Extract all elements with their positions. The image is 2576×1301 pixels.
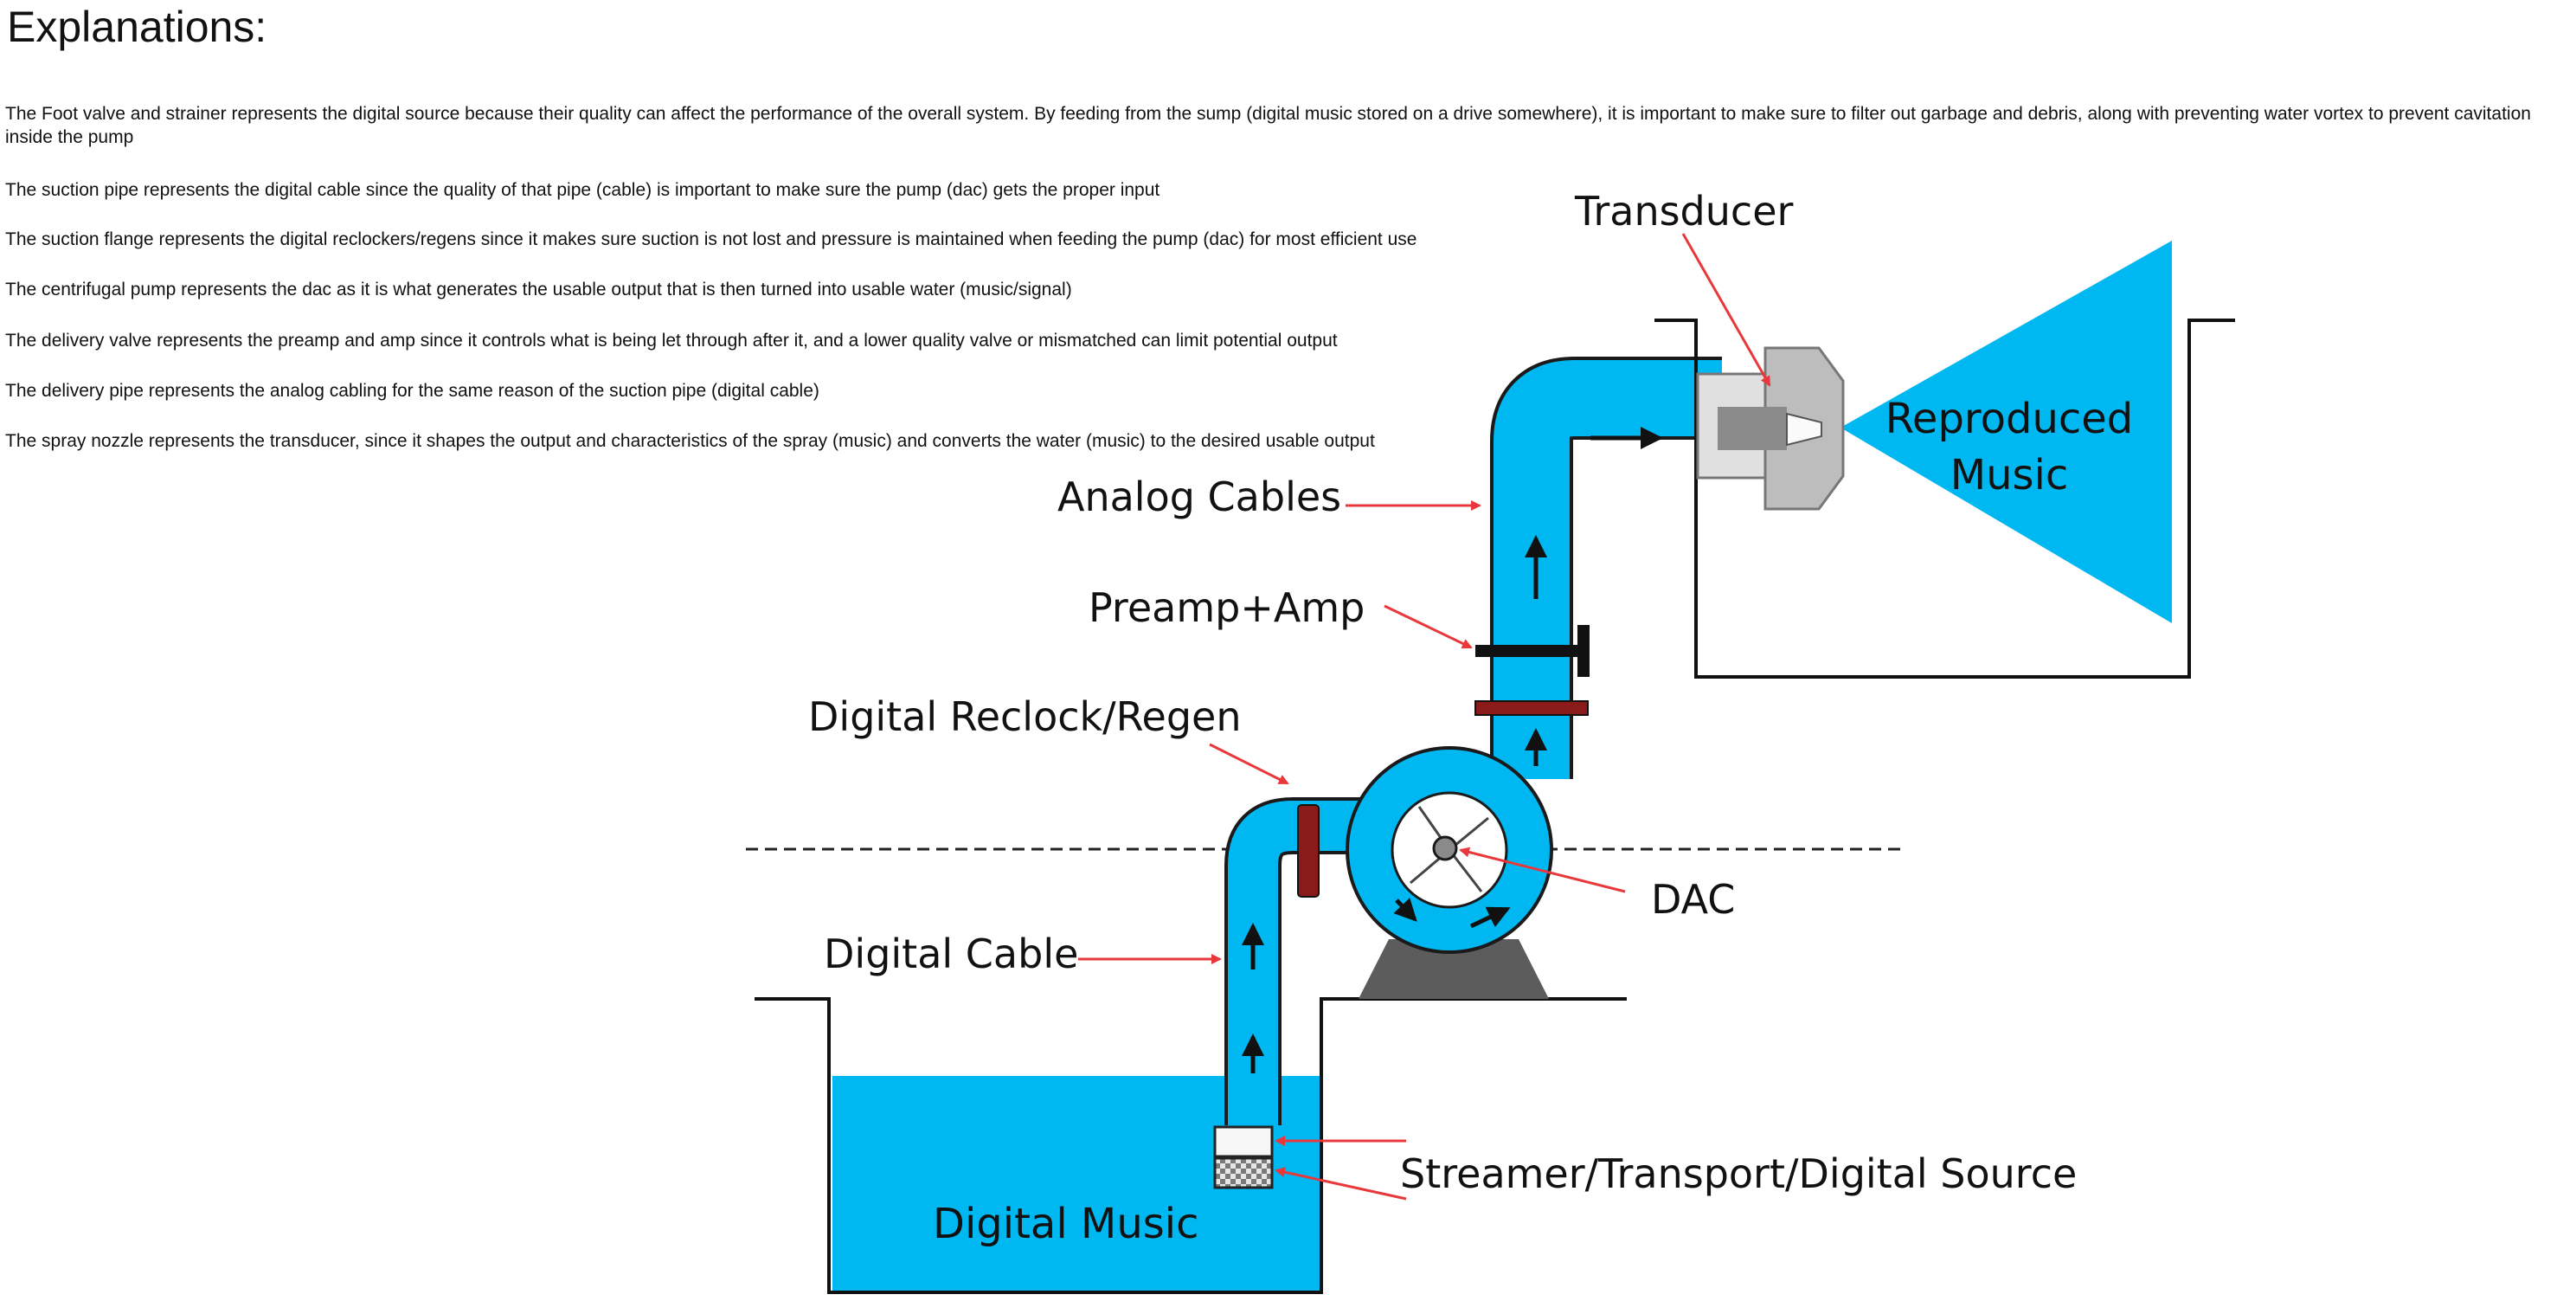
explanation-delivery-pipe: The delivery pipe represents the analog … [5, 381, 819, 401]
flow-arrow-diag-icon [1469, 906, 1511, 929]
label-digital-source: Streamer/Transport/Digital Source [1400, 1150, 2077, 1197]
pointer-transducer [1681, 233, 1771, 387]
suction-flange [1297, 804, 1320, 898]
pump-base [1359, 939, 1549, 999]
nozzle-orifice [1786, 412, 1822, 447]
label-reproduced-music-line2: Music [1950, 451, 2069, 499]
label-dac: DAC [1651, 876, 1735, 923]
explanation-suction-pipe: The suction pipe represents the digital … [5, 180, 1160, 200]
spray-nozzle [1696, 346, 1845, 511]
label-digital-reclock: Digital Reclock/Regen [808, 693, 1242, 740]
pointer-dac [1459, 847, 1626, 893]
delivery-valve [1474, 625, 1590, 716]
pipe-network [1224, 357, 1722, 1125]
label-digital-music: Digital Music [933, 1200, 1199, 1248]
delivery-flange [1474, 700, 1589, 716]
valve-body [1475, 645, 1588, 657]
suction-pipe [1228, 801, 1402, 1125]
sump-reservoir [755, 997, 1627, 1294]
explanation-spray-nozzle: The spray nozzle represents the transduc… [5, 431, 1375, 451]
foot-valve-strainer [1213, 1125, 1274, 1189]
flow-arrows [1242, 427, 1663, 1073]
pointer-preamp-amp [1384, 604, 1473, 649]
page-title: Explanations: [7, 3, 267, 51]
valve-handle [1577, 625, 1590, 677]
delivery-pipe [1494, 360, 1722, 779]
label-transducer: Transducer [1574, 188, 1794, 235]
strainer-mesh [1213, 1156, 1274, 1189]
label-digital-cable: Digital Cable [824, 931, 1078, 977]
label-analog-cables: Analog Cables [1057, 473, 1341, 520]
flow-arrow-diag-icon [1393, 898, 1417, 922]
label-reproduced-music-line1: Reproduced [1885, 395, 2134, 443]
explanation-centrifugal-pump: The centrifugal pump represents the dac … [5, 280, 1072, 299]
label-preamp-amp: Preamp+Amp [1089, 584, 1365, 631]
explanation-suction-flange: The suction flange represents the digita… [5, 229, 1417, 249]
foot-valve [1213, 1125, 1274, 1158]
pump-shaft [1432, 835, 1458, 861]
centrifugal-pump [1346, 746, 1553, 954]
impeller-vanes [1410, 806, 1489, 892]
explanation-delivery-valve: The delivery valve represents the preamp… [5, 331, 1338, 351]
pointer-strainer [1275, 1167, 1407, 1201]
pointer-lines [1078, 233, 1771, 1201]
nozzle-insert [1718, 407, 1787, 450]
output-basin [1654, 241, 2235, 679]
pointer-digital-reclock [1209, 743, 1289, 785]
basin-walls [1654, 319, 2235, 679]
explanation-foot-valve: The Foot valve and strainer represents t… [5, 104, 2531, 147]
spray-cone [1840, 241, 2172, 623]
